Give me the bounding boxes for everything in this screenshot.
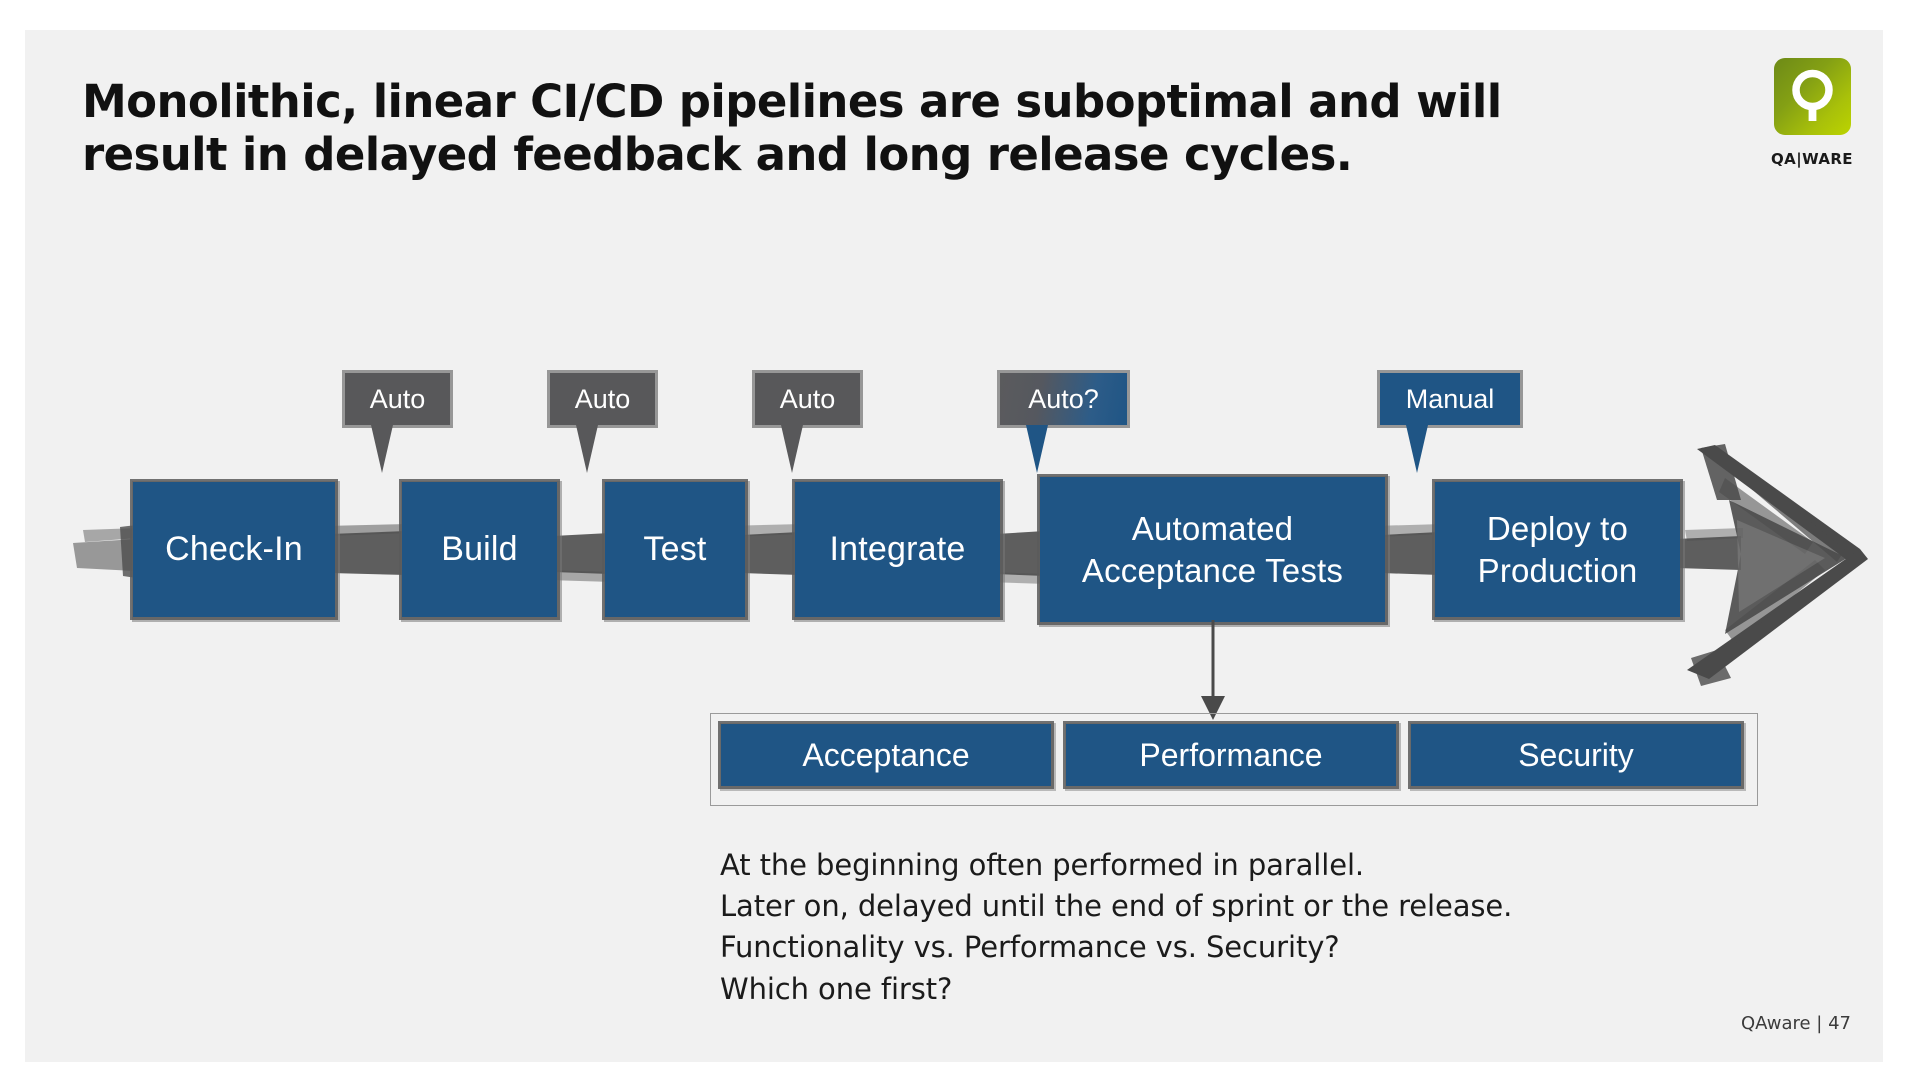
callout-auto-4[interactable]: Auto? — [1000, 373, 1127, 473]
callout-tail-icon — [1406, 425, 1428, 473]
callout-label: Manual — [1405, 383, 1495, 414]
q-magnifier-icon — [1792, 69, 1833, 121]
stage-label: Integrate — [829, 530, 966, 569]
stage-box-integrate[interactable]: Integrate — [795, 482, 1000, 617]
note-line-2: Later on, delayed until the end of sprin… — [720, 889, 1513, 924]
explanatory-note: At the beginning often performed in para… — [720, 845, 1512, 1010]
callout-tail-icon — [576, 425, 598, 473]
stage-label: Test — [643, 530, 707, 569]
page-title: Monolithic, linear CI/CD pipelines are s… — [82, 75, 1682, 181]
stage-box-check-in[interactable]: Check-In — [133, 482, 335, 617]
end-arrow-icon — [1687, 444, 1868, 686]
callout-label: Auto — [369, 383, 426, 414]
callout-auto-3[interactable]: Auto — [755, 373, 860, 473]
qaware-logo-mark — [1774, 58, 1851, 135]
note-line-1: At the beginning often performed in para… — [720, 848, 1365, 882]
callout-manual[interactable]: Manual — [1380, 373, 1520, 473]
note-line-4: Which one first? — [720, 971, 953, 1006]
note-line-3: Functionality vs. Performance vs. Securi… — [720, 930, 1340, 965]
callout-tail-icon — [1026, 425, 1048, 473]
test-type-label: Acceptance — [802, 736, 970, 773]
test-type-box-acceptance[interactable]: Acceptance — [721, 724, 1051, 786]
qaware-wordmark: QA|WARE — [1771, 150, 1853, 168]
callout-label: Auto? — [1028, 383, 1099, 414]
callout-label: Auto — [779, 383, 836, 414]
qaware-logo: QA|WARE — [1757, 58, 1867, 213]
callout-label: Auto — [574, 383, 631, 414]
stage-box-build[interactable]: Build — [402, 482, 557, 617]
stage-box-test[interactable]: Test — [605, 482, 745, 617]
test-type-box-performance[interactable]: Performance — [1066, 724, 1396, 786]
stage-label: Build — [441, 530, 518, 569]
test-types-container: Acceptance Performance Security — [710, 713, 1758, 806]
callout-auto-1[interactable]: Auto — [345, 373, 450, 473]
test-type-label: Performance — [1139, 736, 1323, 773]
callout-tail-icon — [371, 425, 393, 473]
down-arrow-connector — [1201, 620, 1225, 720]
page-title-line-2: result in delayed feedback and long rele… — [82, 128, 1353, 182]
callout-auto-2[interactable]: Auto — [550, 373, 655, 473]
page-title-line-1: Monolithic, linear CI/CD pipelines are s… — [82, 75, 1502, 128]
stage-label: Check-In — [165, 530, 303, 569]
test-type-box-security[interactable]: Security — [1411, 724, 1741, 786]
callout-tail-icon — [781, 425, 803, 473]
slide-canvas: Monolithic, linear CI/CD pipelines are s… — [25, 30, 1883, 1062]
slide-footer: QAware | 47 — [1741, 1013, 1851, 1034]
test-type-label: Security — [1518, 736, 1634, 773]
